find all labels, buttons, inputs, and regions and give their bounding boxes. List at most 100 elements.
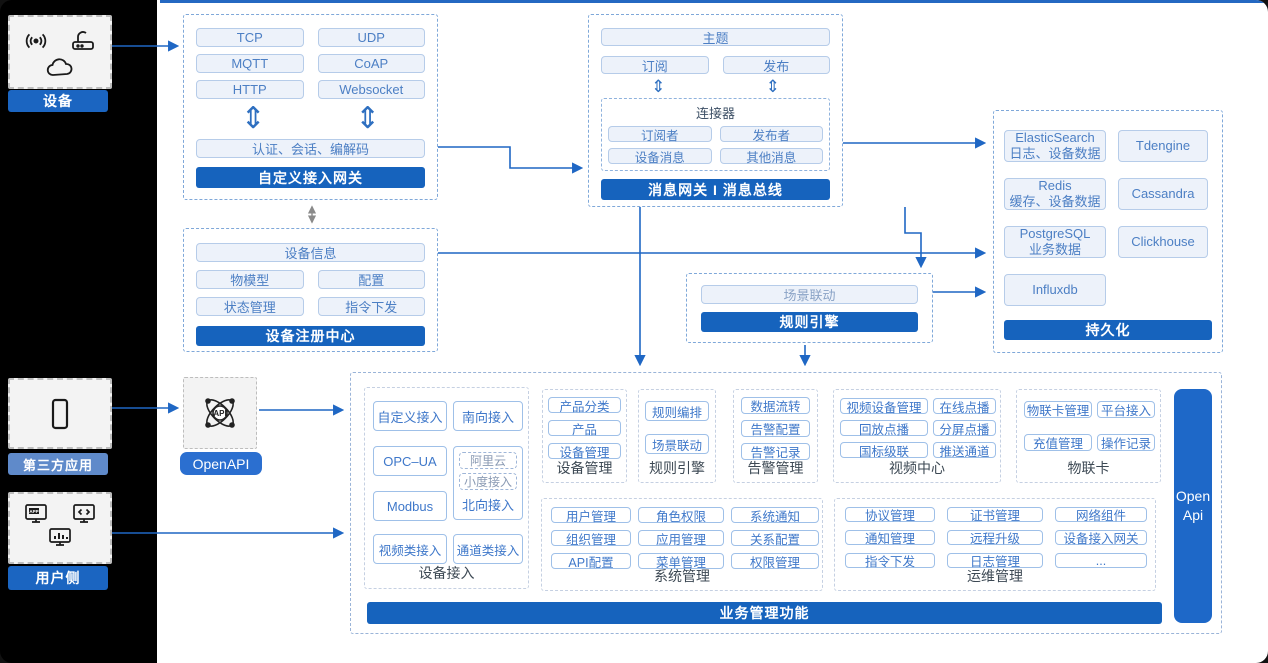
video-device-mgmt-node: 视频设备管理	[840, 398, 928, 415]
cloud-icon	[46, 58, 73, 76]
store-cassandra: Cassandra	[1118, 178, 1208, 210]
double-arrow-icon: ⇕	[355, 102, 381, 135]
device-badge: 设备	[8, 90, 108, 112]
command-dispatch-node: 指令下发	[317, 297, 425, 316]
data-flow-node: 数据流转	[741, 397, 810, 414]
message-bus-panel: 主题 订阅 发布 ⇕ ⇕ 连接器 订阅者 发布者 设备消息 其他消息 消息网关 …	[588, 14, 843, 207]
device-registry-panel: 设备信息 物模型 配置 状态管理 指令下发 设备注册中心	[183, 228, 438, 352]
device-access-label: 设备接入	[418, 565, 475, 581]
code-window-icon	[73, 504, 95, 523]
smartphone-icon	[51, 398, 69, 429]
user-mgmt-node: 用户管理	[551, 507, 631, 524]
thing-model-node: 物模型	[196, 270, 304, 289]
remote-upgrade-node: 远程升级	[947, 530, 1043, 546]
rule-engine-panel: 场景联动 规则引擎	[686, 273, 933, 343]
scene-linkage-node: 场景联动	[645, 434, 709, 454]
persistence-banner: 持久化	[1004, 320, 1212, 340]
business-banner: 业务管理功能	[367, 602, 1162, 624]
ops-mgmt-label: 运维管理	[967, 568, 1023, 584]
protocol-node: CoAP	[317, 54, 425, 73]
opc-ua-node: OPC–UA	[373, 446, 447, 476]
store-name: Clickhouse	[1131, 233, 1195, 249]
device-mgmt-node: 设备管理	[548, 443, 621, 460]
north-access-label: 北向接入	[461, 498, 514, 513]
recharge-mgmt-node: 充值管理	[1024, 434, 1092, 451]
rule-orchestration-node: 规则编排	[645, 401, 709, 421]
role-permission-node: 角色权限	[638, 507, 724, 524]
subscribe-node: 订阅	[601, 56, 709, 74]
api-config-node: API配置	[551, 553, 631, 570]
permission-mgmt-node: 权限管理	[731, 553, 819, 570]
alarm-record-node: 告警记录	[741, 443, 810, 460]
other-message-node: 其他消息	[719, 148, 823, 165]
device-message-node: 设备消息	[608, 148, 712, 165]
double-arrow-icon: ⇕	[240, 102, 266, 135]
scene-linkage-node: 场景联动	[701, 285, 918, 304]
iot-card-mgmt-node: 物联卡管理	[1024, 401, 1092, 418]
iot-card-section: 物联卡管理 平台接入 充值管理 操作记录 物联卡	[1016, 389, 1161, 483]
platform-access-node: 平台接入	[1097, 401, 1155, 418]
api-atom-icon: API	[205, 398, 235, 428]
protocol-node: Websocket	[317, 80, 425, 99]
push-channel-node: 推送通道	[933, 442, 996, 459]
access-gateway-banner: 自定义接入网关	[196, 167, 425, 188]
store-elasticsearch: ElasticSearch 日志、设备数据	[1004, 130, 1106, 162]
cert-mgmt-node: 证书管理	[947, 507, 1043, 523]
chart-window-icon	[49, 528, 71, 546]
south-access-node: 南向接入	[453, 401, 523, 431]
store-redis: Redis 缓存、设备数据	[1004, 178, 1106, 210]
store-name: ElasticSearch	[1015, 129, 1095, 145]
video-access-node: 视频类接入	[373, 534, 447, 564]
product-node: 产品	[548, 420, 621, 437]
relation-config-node: 关系配置	[731, 530, 819, 547]
splitscreen-vod-node: 分屏点播	[933, 420, 996, 437]
top-accent-line	[160, 0, 1268, 3]
online-vod-node: 在线点播	[933, 398, 996, 415]
alarm-config-node: 告警配置	[741, 420, 810, 437]
operation-record-node: 操作记录	[1097, 434, 1155, 451]
double-arrow-icon: ⇕	[651, 76, 666, 96]
log-mgmt-node: 日志管理	[947, 553, 1043, 569]
gb-cascade-node: 国标级联	[840, 442, 928, 459]
connector-group: 连接器 订阅者 发布者 设备消息 其他消息	[601, 98, 830, 171]
store-name: Redis	[1038, 177, 1072, 193]
protocol-node: MQTT	[196, 54, 304, 73]
subscriber-node: 订阅者	[608, 126, 712, 143]
open-api-line: Open	[1175, 488, 1211, 505]
rule-engine-section: 规则编排 场景联动 规则引擎	[638, 389, 716, 483]
store-desc: 日志、设备数据	[1009, 146, 1101, 161]
command-dispatch-node: 指令下发	[845, 553, 935, 569]
store-name: Cassandra	[1131, 185, 1195, 201]
system-mgmt-section: 用户管理 角色权限 系统通知 组织管理 应用管理 关系配置 API配置 菜单管理…	[541, 498, 823, 591]
auth-session-codec-node: 认证、会话、编解码	[196, 139, 425, 158]
user-side-badge: 用户侧	[8, 566, 108, 590]
open-api-line: Api	[1182, 507, 1204, 523]
signal-icon	[25, 33, 47, 49]
system-notice-node: 系统通知	[731, 507, 819, 524]
publisher-node: 发布者	[719, 126, 823, 143]
store-tdengine: Tdengine	[1118, 130, 1208, 162]
publish-node: 发布	[722, 56, 830, 74]
store-name: Influxdb	[1032, 281, 1078, 297]
xiaodu-access-node: 小度接入	[459, 473, 517, 490]
store-influxdb: Influxdb	[1004, 274, 1106, 306]
business-panel: 自定义接入 南向接入 OPC–UA 阿里云 小度接入 北向接入 Modbus 视…	[350, 372, 1222, 634]
device-mgmt-section: 产品分类 产品 设备管理 设备管理	[542, 389, 627, 483]
config-node: 配置	[317, 270, 425, 289]
alarm-label: 告警管理	[747, 460, 804, 476]
store-desc: 缓存、设备数据	[1009, 194, 1101, 209]
video-center-label: 视频中心	[889, 460, 945, 476]
router-icon	[72, 31, 94, 50]
protocol-node: HTTP	[196, 80, 304, 99]
device-registry-banner: 设备注册中心	[196, 326, 425, 346]
alarm-section: 数据流转 告警配置 告警记录 告警管理	[733, 389, 818, 483]
svg-text:API: API	[213, 409, 226, 418]
access-gateway-panel: TCP UDP MQTT CoAP HTTP Websocket ⇕ ⇕ 认证、…	[183, 14, 438, 200]
org-mgmt-node: 组织管理	[551, 530, 631, 547]
connector-title: 连接器	[695, 106, 735, 121]
modbus-node: Modbus	[373, 491, 447, 521]
device-mgmt-label: 设备管理	[556, 460, 613, 476]
protocol-node: UDP	[317, 28, 425, 47]
user-side-box: APP	[8, 492, 112, 564]
